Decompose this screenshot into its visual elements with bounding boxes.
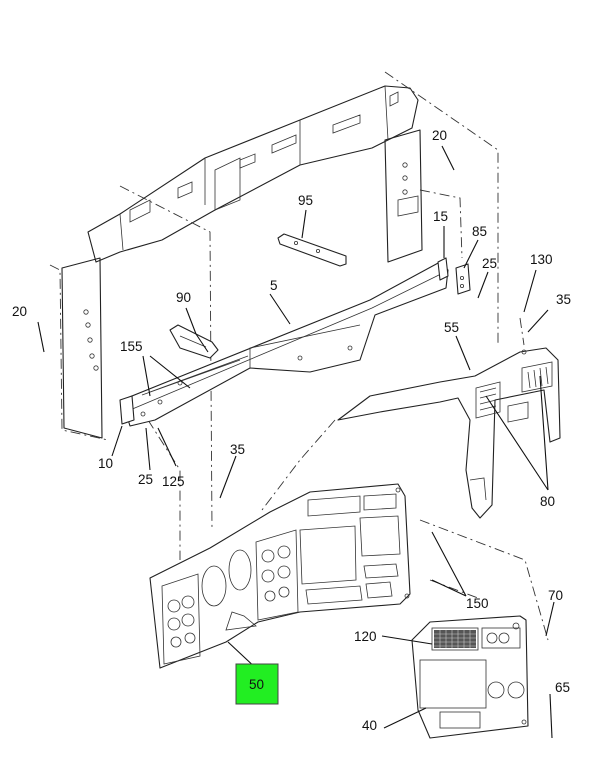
bracket-95 <box>277 233 347 267</box>
dash-panel-55 <box>337 347 561 519</box>
label-20-top: 20 <box>432 128 447 143</box>
label-95: 95 <box>298 193 313 208</box>
label-5: 5 <box>270 278 278 293</box>
label-35-right: 35 <box>556 292 571 307</box>
label-10: 10 <box>98 456 113 471</box>
label-120: 120 <box>354 629 377 644</box>
label-40: 40 <box>362 718 377 733</box>
label-20-left: 20 <box>12 304 27 319</box>
label-155: 155 <box>120 339 143 354</box>
label-150: 150 <box>466 596 489 611</box>
label-15: 15 <box>433 209 448 224</box>
label-25-bottom: 25 <box>138 472 153 487</box>
phantom-outlines <box>49 71 549 641</box>
label-80: 80 <box>540 494 555 509</box>
lower-panel-40 <box>411 615 529 739</box>
label-85: 85 <box>472 224 487 239</box>
bulkhead-panel <box>61 85 423 439</box>
bracket-85 <box>437 257 471 295</box>
instrument-panel-50 <box>149 483 411 669</box>
label-55: 55 <box>444 320 459 335</box>
rail-5 <box>119 261 449 427</box>
label-25-right: 25 <box>482 256 497 271</box>
label-65: 65 <box>555 680 570 695</box>
vent-grille <box>434 630 476 648</box>
label-130: 130 <box>530 252 553 267</box>
leader-lines <box>37 145 555 739</box>
label-70: 70 <box>548 588 563 603</box>
label-35-center: 35 <box>230 442 245 457</box>
label-50[interactable]: 50 <box>249 677 264 692</box>
callout-labels: 20 20 95 15 85 25 130 35 90 5 55 155 10 … <box>12 128 571 733</box>
part-50-highlight[interactable] <box>235 663 279 705</box>
label-90: 90 <box>176 290 191 305</box>
label-125: 125 <box>162 474 185 489</box>
